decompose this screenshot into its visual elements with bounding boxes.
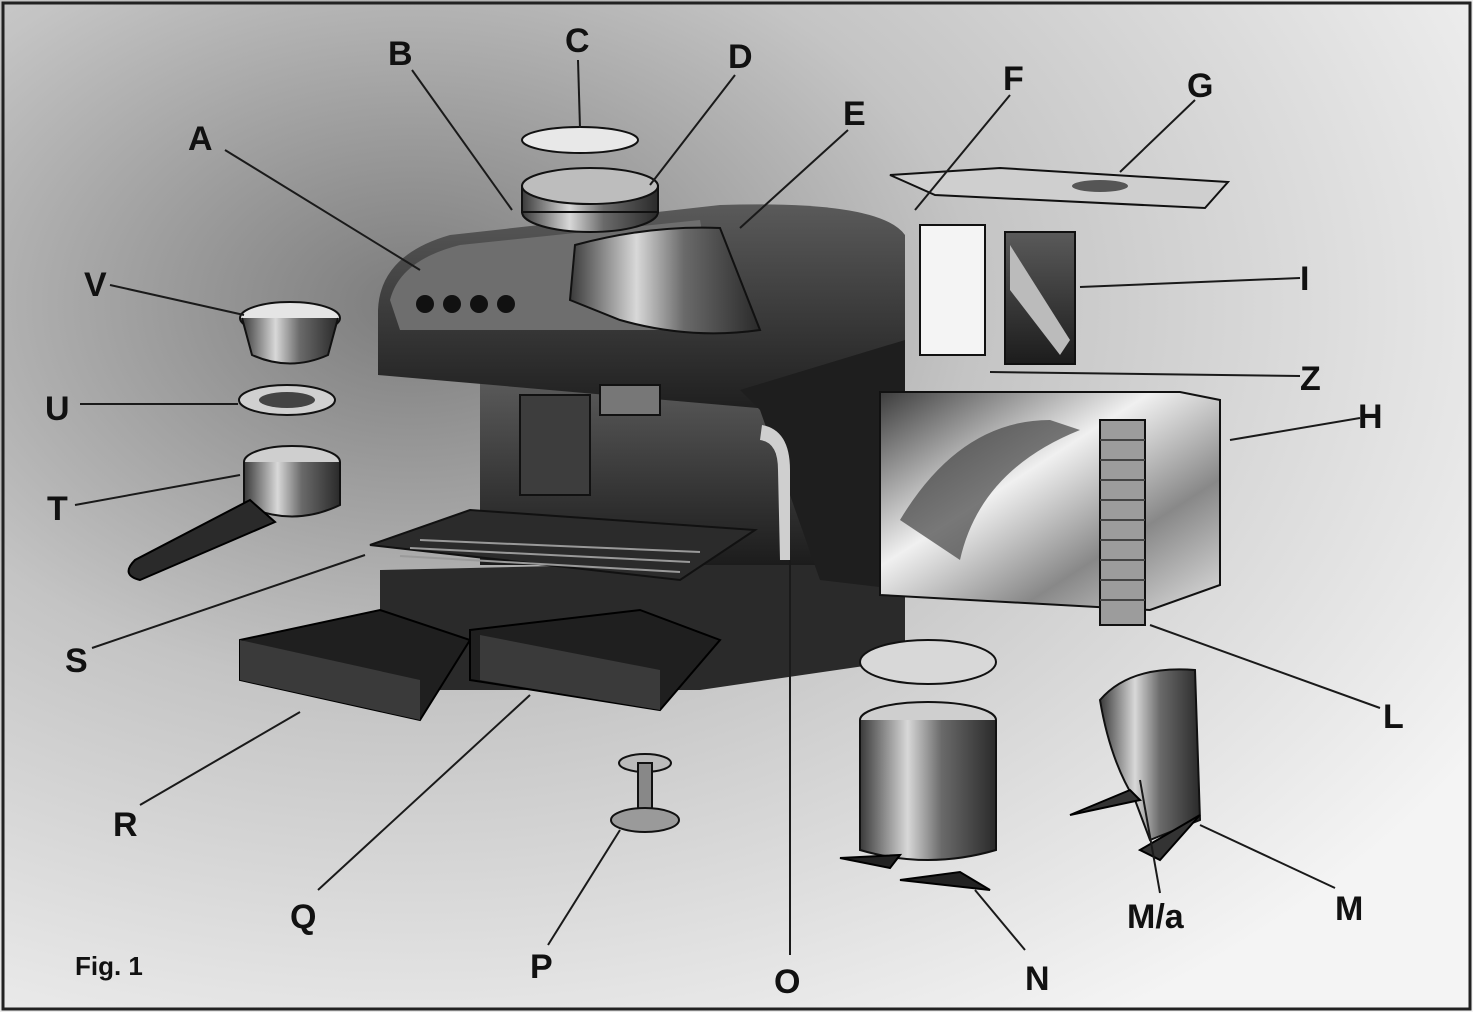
- label-h: H: [1358, 398, 1383, 436]
- label-s: S: [65, 642, 88, 680]
- water-tank: [880, 392, 1220, 625]
- label-c: C: [565, 22, 590, 60]
- label-m-a: M/a: [1127, 898, 1185, 936]
- label-f: F: [1003, 60, 1024, 98]
- label-u: U: [45, 390, 70, 428]
- filter-housing: [1005, 232, 1075, 364]
- label-b: B: [388, 35, 413, 73]
- label-t: T: [47, 490, 68, 528]
- label-d: D: [728, 38, 753, 76]
- label-g: G: [1187, 67, 1213, 105]
- filter-basket: [240, 302, 340, 364]
- figure-caption: Fig. 1: [75, 951, 143, 981]
- top-cover-hole: [1072, 180, 1128, 192]
- label-i: I: [1300, 260, 1309, 298]
- jug-lid: [860, 640, 996, 684]
- label-q: Q: [290, 898, 316, 936]
- label-m: M: [1335, 890, 1363, 928]
- label-n: N: [1025, 960, 1050, 998]
- label-l: L: [1383, 698, 1404, 736]
- label-a: A: [188, 120, 213, 158]
- label-r: R: [113, 806, 138, 844]
- label-v: V: [84, 266, 107, 304]
- label-p: P: [530, 948, 553, 986]
- hopper-lid: [522, 127, 638, 153]
- water-filter: [920, 225, 985, 355]
- label-z: Z: [1300, 360, 1321, 398]
- grinder-dial: [522, 168, 658, 232]
- label-o: O: [774, 963, 800, 1001]
- filter-disc: [239, 385, 335, 415]
- label-e: E: [843, 95, 866, 133]
